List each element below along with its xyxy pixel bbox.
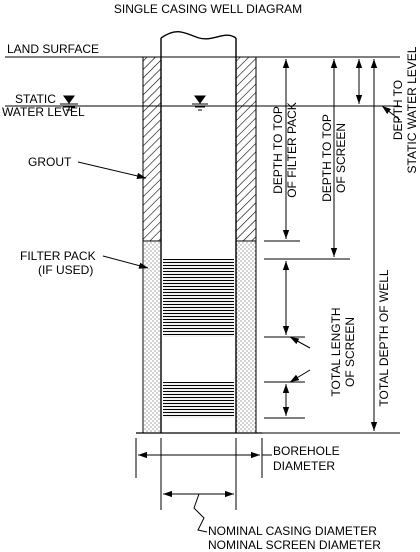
static-water-label-line2: WATER LEVEL — [2, 105, 85, 119]
grout-left — [142, 56, 162, 242]
filter-pack-label-line1: FILTER PACK — [20, 249, 96, 263]
screen-slots-lower — [163, 382, 234, 418]
filter-pack-depth-label-line1: DEPTH TO TOP — [271, 106, 285, 194]
filter-pack-depth-label-line2: OF FILTER PACK — [285, 102, 299, 198]
screen-length-label-line1: TOTAL LENGTH — [329, 307, 343, 396]
water-level-symbol-in-well — [192, 95, 208, 111]
static-depth-label-line2: STATIC WATER LEVEL — [405, 46, 419, 173]
grout-leader — [77, 161, 147, 180]
well — [136, 30, 262, 434]
static-water-label-line1: STATIC — [15, 92, 56, 106]
screen-length-label-line2: OF SCREEN — [343, 317, 357, 387]
diagram-title: SINGLE CASING WELL DIAGRAM — [114, 2, 302, 16]
borehole-diameter-dimension — [135, 438, 272, 478]
screen-slots-upper — [163, 259, 234, 337]
static-depth-label-line1: DEPTH TO — [391, 80, 405, 140]
casing-break-top — [160, 30, 237, 40]
water-level-symbol — [60, 95, 78, 111]
screen-length-leader-1 — [289, 336, 311, 349]
borehole-label-line1: BOREHOLE — [273, 444, 340, 458]
filter-pack-right — [235, 240, 257, 434]
casing-diameter-dimension — [160, 438, 237, 533]
filter-pack-left — [142, 240, 162, 434]
screen-length-leader-2 — [289, 369, 311, 383]
screen-depth-label-line1: DEPTH TO TOP — [320, 114, 334, 202]
borehole-label-line2: DIAMETER — [273, 459, 335, 473]
land-surface-label: LAND SURFACE — [7, 42, 99, 56]
grout-right — [235, 56, 257, 242]
static-depth-leader — [381, 105, 401, 121]
nominal-casing-label: NOMINAL CASING DIAMETER — [208, 524, 377, 538]
filter-pack-leader — [102, 255, 149, 269]
grout-label: GROUT — [28, 155, 72, 169]
total-depth-label: TOTAL DEPTH OF WELL — [377, 269, 391, 406]
screen-depth-label-line2: OF SCREEN — [334, 123, 348, 193]
nominal-screen-label: NOMINAL SCREEN DIAMETER — [208, 538, 381, 552]
filter-pack-label-line2: (IF USED) — [38, 263, 93, 277]
